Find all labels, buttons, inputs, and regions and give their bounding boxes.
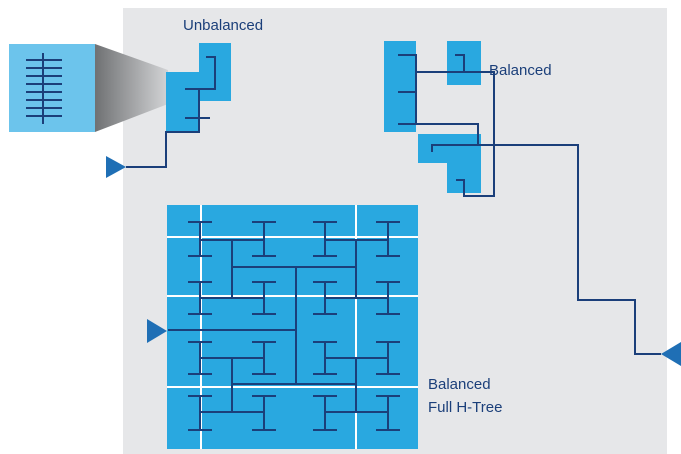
htree-block (167, 205, 418, 449)
unbalanced-clock-wire (126, 56, 216, 168)
zoom-callout-icon (95, 44, 168, 132)
unbalanced-tree (9, 43, 231, 178)
triangle-left-icon (661, 342, 681, 366)
unbalanced-block-2 (166, 72, 199, 101)
balanced-clock-wire (398, 54, 661, 355)
htree-clock-wire (168, 221, 400, 431)
label-balanced: Balanced (489, 62, 552, 79)
balanced-block-3 (418, 134, 481, 163)
zoom-inset-block (9, 44, 95, 132)
zoom-inset-wiring (26, 53, 62, 124)
label-full-htree-line1: Balanced (428, 376, 491, 393)
unbalanced-block-4 (166, 101, 199, 131)
full-htree (147, 205, 418, 449)
triangle-right-icon (147, 319, 167, 343)
balanced-tree (384, 41, 681, 366)
balanced-block-1 (384, 41, 416, 132)
label-unbalanced: Unbalanced (183, 17, 263, 34)
label-full-htree-line2: Full H-Tree (428, 399, 502, 416)
triangle-right-icon (106, 156, 126, 178)
